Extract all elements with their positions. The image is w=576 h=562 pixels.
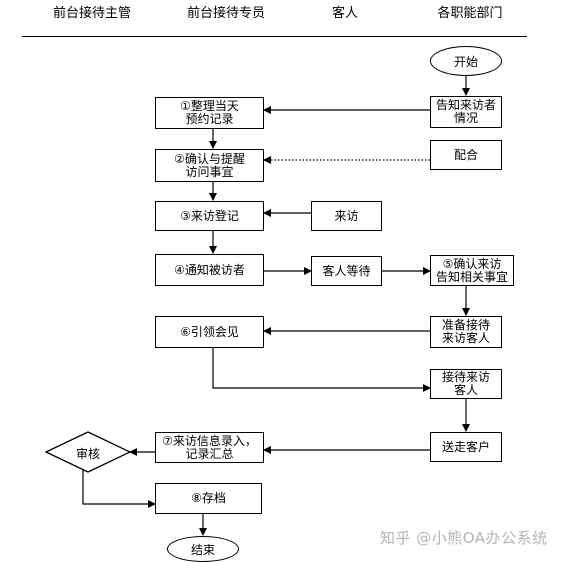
end-node: 结束 [167,536,239,562]
audit-diamond [44,431,132,473]
audit-label: 审核 [75,447,100,461]
lane-header-guest: 客人 [331,6,358,21]
start-node: 开始 [430,46,502,76]
sort-appointments-box: ①整理当天 预约记录 [155,97,264,129]
register-box: ③来访登记 [155,201,264,231]
receive-box: 接待来访 客人 [430,369,502,399]
arrow-lead-to-receive [212,348,431,392]
confirm-remind-box: ②确认与提醒 访问事宜 [155,149,264,182]
guest-wait-box: 客人等待 [311,256,382,286]
prepare-box: 准备接待 来访客人 [430,316,502,348]
archive-box: ⑧存档 [155,483,262,514]
confirm-visit-box: ⑤确认来访 告知相关事宜 [430,255,514,286]
lane-header-departments: 各职能部门 [437,6,503,21]
notify-visitee-box: ④通知被访者 [155,254,264,286]
arrow-audit-to-archive [82,470,156,508]
visit-box: 来访 [311,201,382,231]
lead-box: ⑥引领会见 [155,316,264,348]
record-box: ⑦来访信息录入， 记录汇总 [155,432,264,463]
notify-visitor-box: 告知来访者 情况 [430,96,502,128]
lane-header-specialist: 前台接待专员 [186,6,265,21]
see-off-box: 送走客户 [430,432,502,462]
watermark: 知乎 @小熊OA办公系统 [380,529,548,547]
lane-header-supervisor: 前台接待主管 [52,6,131,21]
header-divider [22,36,527,37]
cooperate-box: 配合 [430,140,502,170]
